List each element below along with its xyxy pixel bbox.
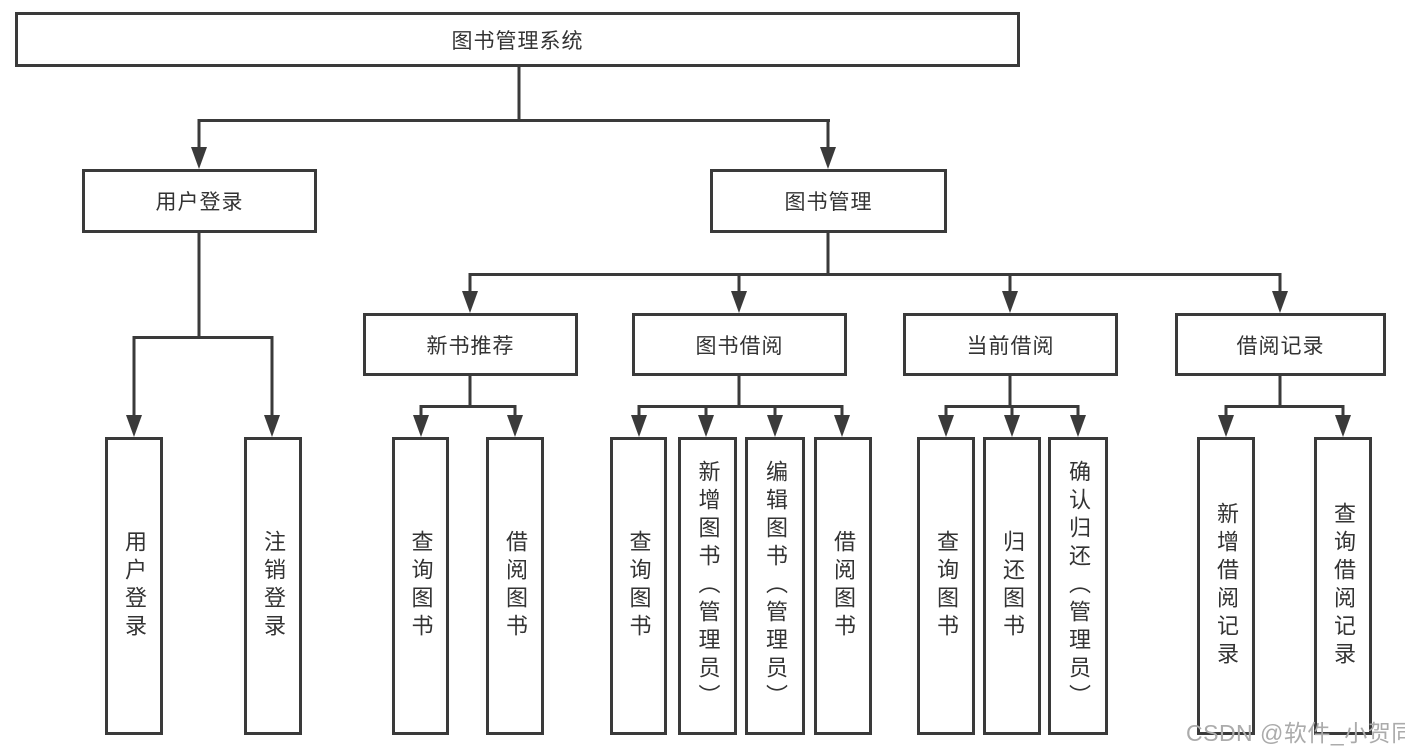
leaf-return-books-label: 归还图书: [1000, 530, 1025, 642]
node-book-borrowing-label: 图书借阅: [695, 334, 784, 358]
node-user-login-label: 用户登录: [155, 191, 244, 214]
leaf-add-books-admin: 新增图书（管理员）: [678, 437, 737, 735]
node-user-login: 用户登录: [82, 169, 317, 233]
leaf-query-books-borrowing-label: 查询图书: [626, 530, 652, 642]
leaf-query-borrow-record: 查询借阅记录: [1314, 437, 1372, 735]
leaf-query-books-recommend-label: 查询图书: [408, 530, 434, 642]
leaf-query-books-current-label: 查询图书: [934, 530, 959, 642]
leaf-user-login: 用户登录: [105, 437, 163, 735]
leaf-add-borrow-record-label: 新增借阅记录: [1214, 502, 1239, 670]
leaf-borrow-books-recommend: 借阅图书: [486, 437, 544, 735]
node-book-management: 图书管理: [710, 169, 947, 233]
leaf-query-borrow-record-label: 查询借阅记录: [1331, 502, 1356, 670]
csdn-watermark: CSDN @软件_小贺同学: [1186, 720, 1405, 746]
node-current-borrowing: 当前借阅: [903, 313, 1118, 376]
leaf-add-books-admin-label: 新增图书（管理员）: [695, 460, 721, 712]
leaf-confirm-return-admin: 确认归还（管理员）: [1048, 437, 1108, 735]
leaf-edit-books-admin: 编辑图书（管理员）: [745, 437, 805, 735]
leaf-logout-label: 注销登录: [261, 530, 286, 642]
leaf-edit-books-admin-label: 编辑图书（管理员）: [763, 460, 788, 712]
node-root-label: 图书管理系统: [451, 29, 584, 53]
arrowheads: [126, 147, 1351, 437]
node-borrowing-records-label: 借阅记录: [1236, 334, 1325, 358]
node-book-borrowing: 图书借阅: [632, 313, 847, 376]
node-current-borrowing-label: 当前借阅: [966, 334, 1055, 358]
node-root-library-system: 图书管理系统: [15, 12, 1020, 67]
leaf-query-books-recommend: 查询图书: [392, 437, 449, 735]
node-new-book-recommend-label: 新书推荐: [426, 334, 515, 358]
leaf-query-books-current: 查询图书: [917, 437, 975, 735]
node-new-book-recommend: 新书推荐: [363, 313, 578, 376]
node-borrowing-records: 借阅记录: [1175, 313, 1386, 376]
leaf-add-borrow-record: 新增借阅记录: [1197, 437, 1255, 735]
leaf-borrow-books-recommend-label: 借阅图书: [503, 530, 528, 642]
leaf-user-login-label: 用户登录: [122, 530, 147, 642]
node-book-management-label: 图书管理: [784, 191, 873, 214]
leaf-borrow-books-label: 借阅图书: [831, 530, 856, 642]
leaf-query-books-borrowing: 查询图书: [610, 437, 667, 735]
leaf-confirm-return-admin-label: 确认归还（管理员）: [1066, 460, 1091, 712]
leaf-return-books: 归还图书: [983, 437, 1041, 735]
leaf-logout: 注销登录: [244, 437, 302, 735]
leaf-borrow-books: 借阅图书: [814, 437, 872, 735]
